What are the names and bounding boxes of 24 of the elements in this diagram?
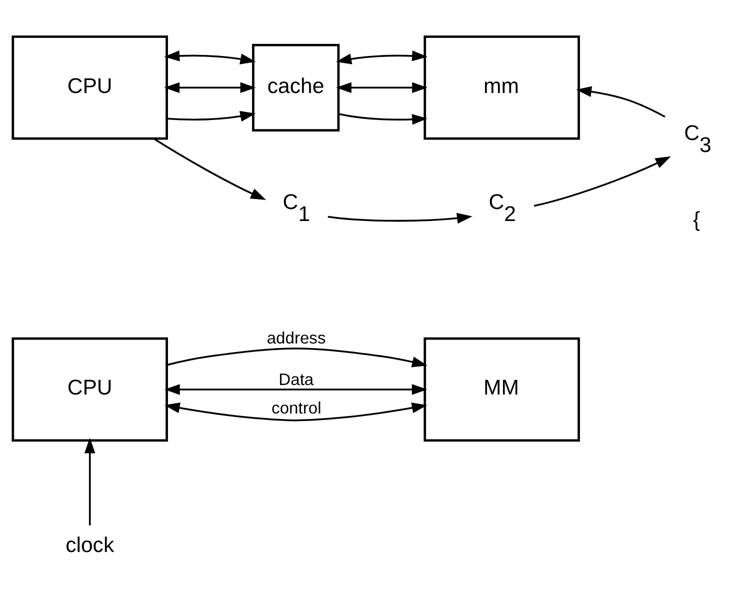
arrow [164, 50, 256, 64]
node-box: cache [252, 43, 340, 131]
edge-label: address [266, 328, 326, 348]
node-box: mm [424, 35, 580, 140]
arrow [576, 86, 666, 118]
arrow [153, 137, 266, 200]
arrow [164, 82, 256, 93]
node-box: CPU [12, 336, 168, 442]
arrow [166, 110, 256, 122]
arrow [164, 384, 428, 394]
label: { [692, 207, 700, 232]
edge-label: Data [278, 370, 314, 389]
arrow [164, 402, 428, 421]
node-box: CPU [12, 35, 168, 140]
arrow [166, 347, 428, 367]
node-text: clock [66, 532, 114, 557]
arrow [328, 212, 472, 224]
node-box: MM [424, 336, 580, 442]
arrow [336, 82, 428, 93]
edge-label: control [272, 398, 322, 417]
arrow [534, 156, 671, 206]
arrow [336, 50, 428, 64]
arrow [338, 112, 428, 124]
arrow [84, 437, 96, 525]
